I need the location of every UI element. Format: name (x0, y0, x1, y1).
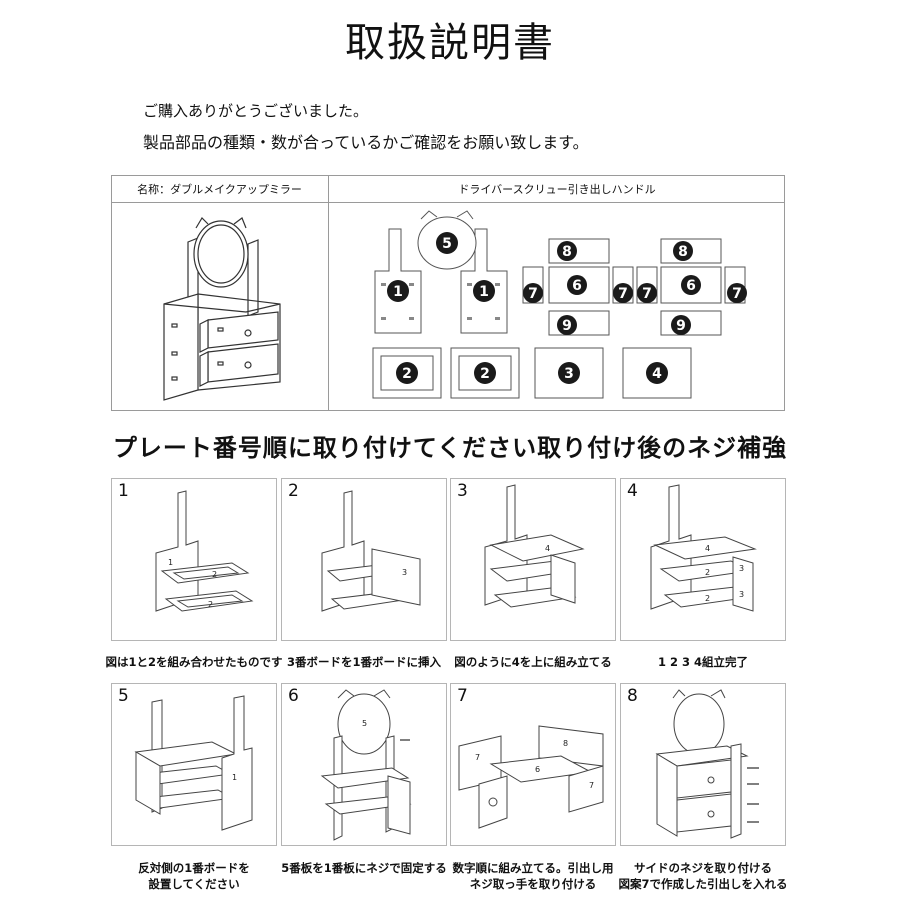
part-badge-1: 1 (387, 280, 409, 302)
product-illustration (163, 217, 281, 401)
step-number: 2 (288, 481, 299, 501)
parts-table-header-line (111, 202, 785, 203)
step-2-panel: 2 3 (281, 478, 447, 641)
part-badge-label: 6 (572, 278, 582, 294)
part-badge-label: 9 (676, 318, 686, 334)
parts-table (111, 175, 785, 411)
step-7-panel: 7 7 8 6 7 (450, 683, 616, 846)
step-1-panel: 1 1 2 2 (111, 478, 277, 641)
part-badge-7: 7 (727, 283, 747, 303)
step-label: 5 (362, 719, 367, 728)
part-badge-6: 6 (567, 275, 587, 295)
part-badge-4: 4 (646, 362, 668, 384)
part-badge-3: 3 (558, 362, 580, 384)
step-1-illustration: 1 2 2 (155, 490, 254, 612)
part-badge-label: 5 (442, 236, 452, 252)
step-3-caption: 図のように4を上に組み立てる (454, 655, 612, 669)
step-label: 7 (475, 753, 480, 762)
step-8-caption: サイドのネジを取り付ける図案7で作成した引出しを入れる (618, 861, 788, 891)
step-label: 8 (563, 739, 568, 748)
step-5-panel: 5 1 (111, 683, 277, 846)
document-title: 取扱説明書 (345, 20, 555, 66)
step-3-panel: 3 4 (450, 478, 616, 641)
part-badge-label: 2 (402, 366, 412, 382)
intro-check-parts: 製品部品の種類・数が合っているかご確認をお願い致します。 (143, 133, 589, 152)
step-number: 8 (627, 686, 638, 706)
part-badge-label: 2 (480, 366, 490, 382)
part-badge-label: 4 (652, 366, 662, 382)
step-6-illustration: 5 (320, 689, 412, 841)
step-4-panel: 4 4 3 2 2 3 (620, 478, 786, 641)
step-label: 2 (208, 600, 213, 609)
step-label: 4 (545, 544, 550, 553)
step-label: 3 (402, 568, 407, 577)
part-badge-1: 1 (473, 280, 495, 302)
step-label: 3 (739, 564, 744, 573)
part-badge-9: 9 (557, 315, 577, 335)
step-2-caption: 3番ボードを1番ボードに挿入 (286, 655, 441, 669)
step-4-illustration: 4 3 2 2 3 (650, 484, 757, 612)
step-5-caption: 反対側の1番ボードを設置してください (138, 861, 250, 891)
assembly-heading: プレート番号順に取り付けてください取り付け後のネジ補強 (112, 434, 788, 462)
part-badge-label: 3 (564, 366, 574, 382)
part-badge-label: 6 (686, 278, 696, 294)
step-label: 2 (212, 570, 217, 579)
step-4-caption: 1 2 3 4組立完了 (657, 655, 749, 669)
part-badge-5: 5 (436, 232, 458, 254)
part-badge-label: 8 (562, 244, 572, 260)
step-8-illustration (655, 689, 759, 839)
step-label: 1 (168, 558, 173, 567)
part-badge-label: 8 (678, 244, 688, 260)
parts-illustration: 5 1 1 2 2 3 4 8 6 7 7 9 8 6 7 7 9 (372, 210, 747, 399)
step-5-illustration: 1 (134, 695, 253, 831)
parts-table-divider (328, 175, 329, 411)
step-number: 6 (288, 686, 299, 706)
part-badge-label: 7 (618, 286, 628, 302)
step-7-illustration: 7 8 6 7 (458, 725, 604, 829)
step-2-illustration: 3 (321, 490, 421, 612)
step-6-caption: 5番板を1番板にネジで固定する (281, 861, 447, 875)
part-badge-2: 2 (474, 362, 496, 384)
part-badge-2: 2 (396, 362, 418, 384)
part-badge-9: 9 (671, 315, 691, 335)
step-1-caption: 図は1と2を組み合わせたものです (105, 655, 283, 669)
part-badge-7: 7 (613, 283, 633, 303)
step-label: 4 (705, 544, 710, 553)
part-badge-6: 6 (681, 275, 701, 295)
step-8-panel: 8 (620, 683, 786, 846)
part-badge-label: 7 (732, 286, 742, 302)
part-badge-label: 7 (528, 286, 538, 302)
step-number: 5 (118, 686, 129, 706)
step-number: 1 (118, 481, 129, 501)
part-badge-7: 7 (523, 283, 543, 303)
step-label: 6 (535, 765, 540, 774)
part-badge-label: 9 (562, 318, 572, 334)
parts-list-header: ドライバースクリュー引き出しハンドル (458, 183, 656, 196)
step-label: 3 (739, 590, 744, 599)
intro-thanks: ご購入ありがとうございました。 (143, 102, 369, 120)
part-badge-label: 1 (479, 284, 489, 300)
step-label: 2 (705, 568, 710, 577)
step-label: 1 (232, 773, 237, 782)
step-number: 4 (627, 481, 638, 501)
product-name-header: 名称：ダブルメイクアップミラー (137, 183, 302, 196)
part-badge-8: 8 (673, 241, 693, 261)
step-label: 7 (589, 781, 594, 790)
part-badge-7: 7 (637, 283, 657, 303)
part-badge-label: 1 (393, 284, 403, 300)
step-number: 3 (457, 481, 468, 501)
part-badge-label: 7 (642, 286, 652, 302)
step-3-illustration: 4 (484, 484, 585, 608)
step-6-panel: 6 5 (281, 683, 447, 846)
part-badge-8: 8 (557, 241, 577, 261)
step-7-caption: 数字順に組み立てる。引出し用ネジ取っ手を取り付ける (452, 861, 614, 891)
step-number: 7 (457, 686, 468, 706)
step-label: 2 (705, 594, 710, 603)
